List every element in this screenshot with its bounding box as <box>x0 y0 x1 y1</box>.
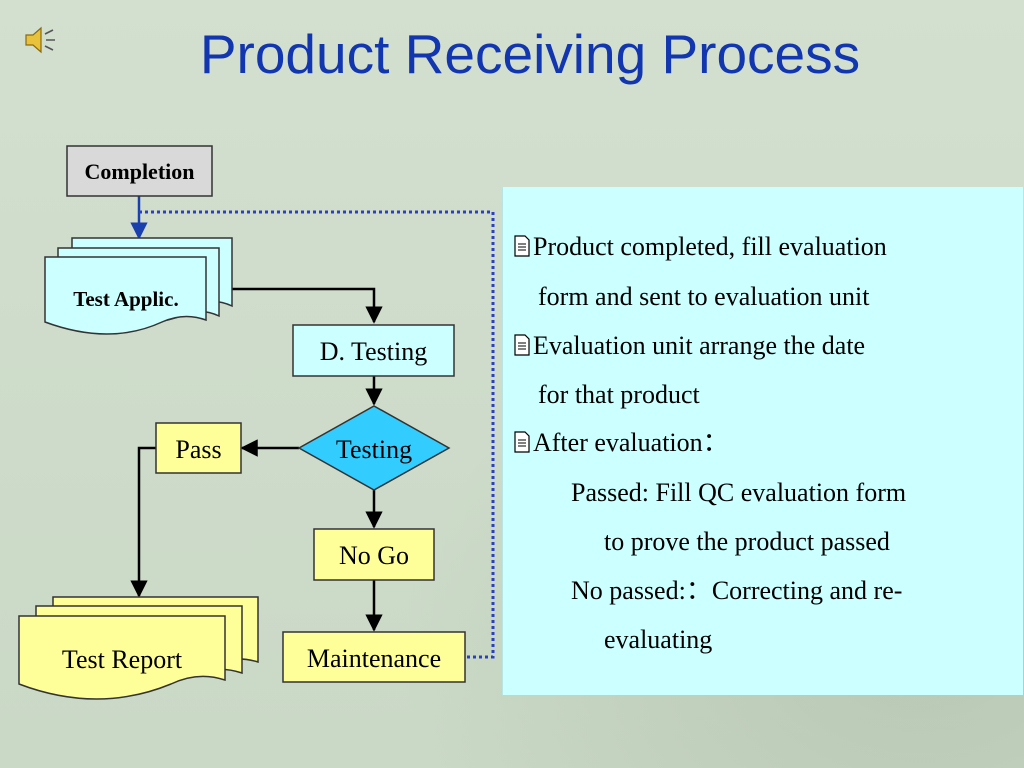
speaker-icon[interactable] <box>22 24 58 56</box>
test-application-label: Test Applic. <box>73 287 178 311</box>
no-go-label: No Go <box>339 541 409 570</box>
d-testing-node[interactable]: D. Testing <box>292 324 455 377</box>
maintenance-node[interactable]: Maintenance <box>282 631 466 683</box>
testing-label: Testing <box>336 435 412 464</box>
info-line-9: evaluating <box>604 625 713 654</box>
pass-label: Pass <box>175 435 221 464</box>
info-bullet-2: Evaluation unit arrange the date <box>513 331 865 361</box>
info-line-2: form and sent to evaluation unit <box>538 282 870 311</box>
info-line-6: Passed: Fill QC evaluation form <box>571 478 907 507</box>
document-bullet-icon <box>514 334 530 356</box>
info-line-4: for that product <box>538 380 700 409</box>
pass-to-report-arrow <box>130 446 156 598</box>
testing-decision-node[interactable]: Testing <box>297 405 451 491</box>
info-bullet-3: After evaluation： <box>513 428 729 458</box>
document-bullet-icon <box>514 431 530 453</box>
test-report-label: Test Report <box>62 645 183 674</box>
document-bullet-icon <box>514 235 530 257</box>
connector-lines <box>130 196 495 659</box>
maintenance-label: Maintenance <box>307 644 441 673</box>
info-panel <box>502 187 1023 695</box>
test-report-node[interactable]: Test Report <box>18 596 259 700</box>
completion-label: Completion <box>85 159 195 184</box>
info-line-1: Product completed, fill evaluation <box>533 232 887 261</box>
test-application-node[interactable]: Test Applic. <box>44 237 233 335</box>
info-line-5: After evaluation： <box>533 428 729 457</box>
completion-node[interactable]: Completion <box>66 145 213 197</box>
pass-node[interactable]: Pass <box>155 422 242 474</box>
d-testing-label: D. Testing <box>320 337 427 366</box>
application-to-dtesting-arrow <box>232 287 383 324</box>
no-go-node[interactable]: No Go <box>313 528 435 581</box>
info-line-7: to prove the product passed <box>604 527 890 556</box>
info-bullet-1: Product completed, fill evaluation <box>513 232 887 262</box>
slide-title: Product Receiving Process <box>199 23 861 85</box>
feedback-dotted-line <box>139 210 495 659</box>
info-line-8: No passed:：Correcting and re- <box>571 576 903 605</box>
info-line-3: Evaluation unit arrange the date <box>533 331 866 360</box>
